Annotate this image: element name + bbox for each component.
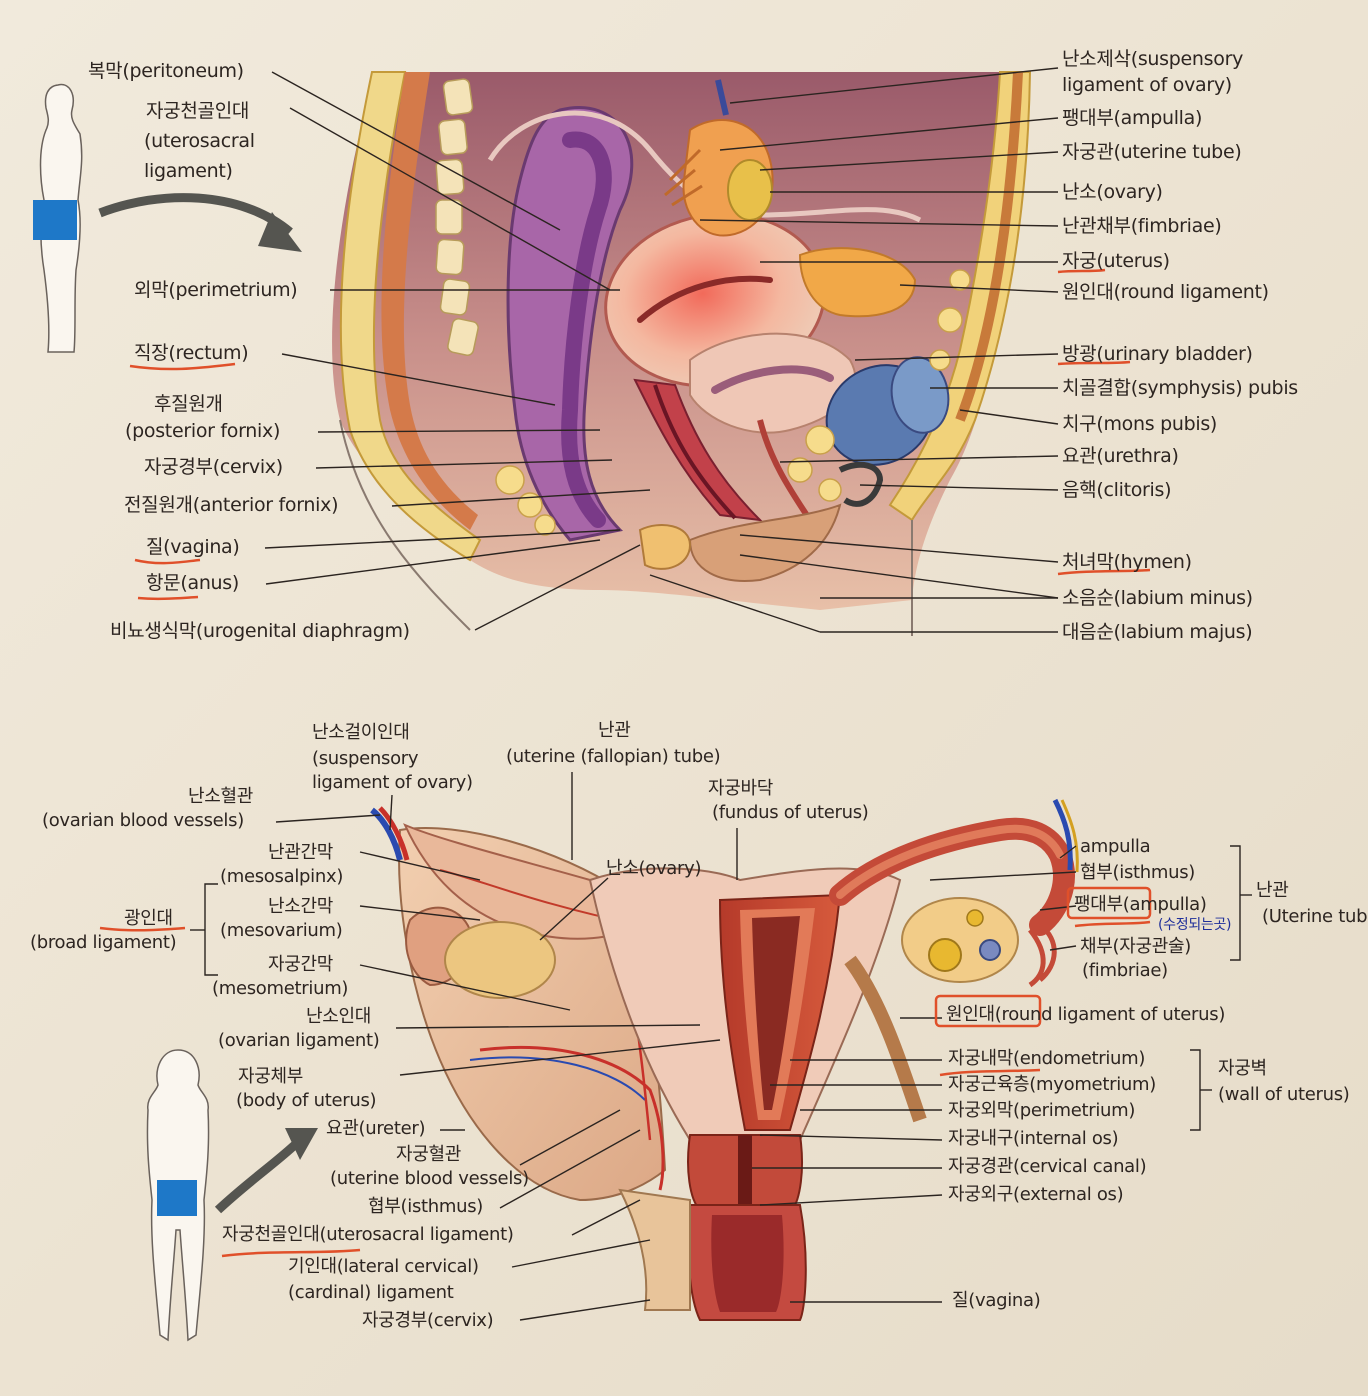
label-clitoris: 음핵(clitoris) [1062,479,1172,501]
label-mesovarium-en: (mesovarium) [220,920,343,941]
label-isthmus-left: 협부(isthmus) [368,1196,484,1217]
label-tube-en: (uterine (fallopian) tube) [506,746,721,767]
side-silhouette-figure [33,83,83,353]
label-uterine-vessels-ko: 자궁혈관 [396,1144,462,1165]
label-uterosacral-en-2: ligament) [144,160,233,182]
label-external-os: 자궁외구(external os) [948,1184,1124,1205]
label-perimetrium-bottom: 자궁외막(perimetrium) [948,1100,1136,1121]
label-internal-os: 자궁내구(internal os) [948,1128,1119,1149]
label-broad-ligament-ko: 광인대 [124,908,173,929]
top-leader-lines [264,67,1059,633]
label-symphysis-pubis: 치골결합(symphysis) pubis [1062,377,1298,399]
label-suspensory-en: (suspensory [312,748,419,769]
label-broad-ligament-en: (broad ligament) [30,932,177,953]
label-cardinal-ligament: 기인대(lateral cervical) [288,1256,479,1277]
label-urethra: 요관(urethra) [1062,445,1179,467]
label-fimbriae-right-en: (fimbriae) [1082,960,1168,981]
label-cardinal-ligament-2: (cardinal) ligament [288,1282,454,1303]
label-wall-of-uterus-en: (wall of uterus) [1218,1084,1350,1105]
label-ovarian-ligament-ko: 난소인대 [306,1006,372,1027]
label-ovary-bottom: 난소(ovary) [606,858,702,879]
label-uterosacral-bottom: 자궁천골인대(uterosacral ligament) [222,1224,514,1245]
bottom-leader-lines [190,772,1252,1321]
label-vagina: 질(vagina) [146,536,240,558]
label-ampulla-en: ampulla [1080,836,1151,857]
label-ureter: 요관(ureter) [326,1118,426,1139]
label-mesometrium-ko: 자궁간막 [268,954,334,975]
label-round-ligament: 원인대(round ligament) [1062,281,1269,303]
label-ovary: 난소(ovary) [1062,181,1163,203]
label-myometrium: 자궁근육층(myometrium) [948,1074,1156,1095]
label-wall-of-uterus-ko: 자궁벽 [1218,1058,1267,1079]
label-ovarian-vessels-ko: 난소혈관 [188,786,254,807]
label-tube-group-ko: 난관 [1256,880,1289,901]
label-anterior-fornix: 전질원개(anterior fornix) [124,494,339,516]
label-suspensory-ligament-2: ligament of ovary) [1062,74,1232,96]
label-uterosacral-en: (uterosacral [144,130,255,152]
arrow-icon [98,193,293,236]
arrow-icon [214,1136,304,1214]
label-ovarian-vessels-en: (ovarian blood vessels) [42,810,244,831]
label-fundus-en: (fundus of uterus) [712,802,869,823]
label-body-of-uterus-ko: 자궁체부 [238,1066,304,1087]
label-mesovarium-ko: 난소간막 [268,896,334,917]
label-fimbriae: 난관채부(fimbriae) [1062,215,1222,237]
label-perimetrium: 외막(perimetrium) [134,279,298,301]
sagittal-section [332,71,1032,636]
label-fimbriae-right-ko: 채부(자궁관술) [1080,936,1192,957]
label-cervical-canal: 자궁경관(cervical canal) [948,1156,1147,1177]
label-round-ligament-uterus: 원인대(round ligament of uterus) [946,1004,1226,1025]
label-urogenital-diaphragm: 비뇨생식막(urogenital diaphragm) [110,620,410,642]
label-ampulla-right: 팽대부(ampulla) [1074,894,1207,915]
label-suspensory-ko: 난소걸이인대 [312,722,410,743]
label-posterior-fornix-ko: 후질원개 [154,393,223,415]
label-mesometrium-en: (mesometrium) [212,978,349,999]
label-ampulla: 팽대부(ampulla) [1062,107,1203,129]
label-posterior-fornix-en: (posterior fornix) [125,420,281,442]
label-cervix-bottom: 자궁경부(cervix) [362,1310,494,1331]
label-urinary-bladder: 방광(urinary bladder) [1062,343,1253,365]
label-cervix: 자궁경부(cervix) [144,456,283,478]
label-peritoneum: 복막(peritoneum) [88,60,244,82]
label-uterine-tube: 자궁관(uterine tube) [1062,141,1242,163]
label-tube-group-en: (Uterine tube) [1262,906,1368,927]
handwritten-note: (수정되는곳) [1158,917,1232,933]
label-isthmus-right: 협부(isthmus) [1080,862,1196,883]
label-uterus: 자궁(uterus) [1062,250,1170,272]
label-anus: 항문(anus) [146,572,240,594]
label-endometrium: 자궁내막(endometrium) [948,1048,1146,1069]
uterus-frontal-view [370,798,1079,1321]
label-vagina-bottom: 질(vagina) [952,1290,1041,1311]
label-uterosacral-ko: 자궁천골인대 [146,100,250,122]
label-mons-pubis: 치구(mons pubis) [1062,413,1218,435]
label-fundus-ko: 자궁바닥 [708,778,774,799]
label-mesosalpinx-ko: 난관간막 [268,842,334,863]
label-rectum: 직장(rectum) [134,342,249,364]
label-suspensory-ligament: 난소제삭(suspensory [1062,48,1244,70]
back-silhouette-figure [146,1049,210,1342]
label-uterine-vessels-en: (uterine blood vessels) [330,1168,529,1189]
label-labium-majus: 대음순(labium majus) [1062,621,1253,643]
label-suspensory-en-2: ligament of ovary) [312,772,473,793]
label-tube-ko: 난관 [598,720,631,741]
label-labium-minus: 소음순(labium minus) [1062,587,1253,609]
label-ovarian-ligament-en: (ovarian ligament) [218,1030,380,1051]
label-hymen: 처녀막(hymen) [1062,551,1192,573]
label-body-of-uterus-en: (body of uterus) [236,1090,377,1111]
label-mesosalpinx-en: (mesosalpinx) [220,866,344,887]
annotation-underlines [99,268,1152,1258]
